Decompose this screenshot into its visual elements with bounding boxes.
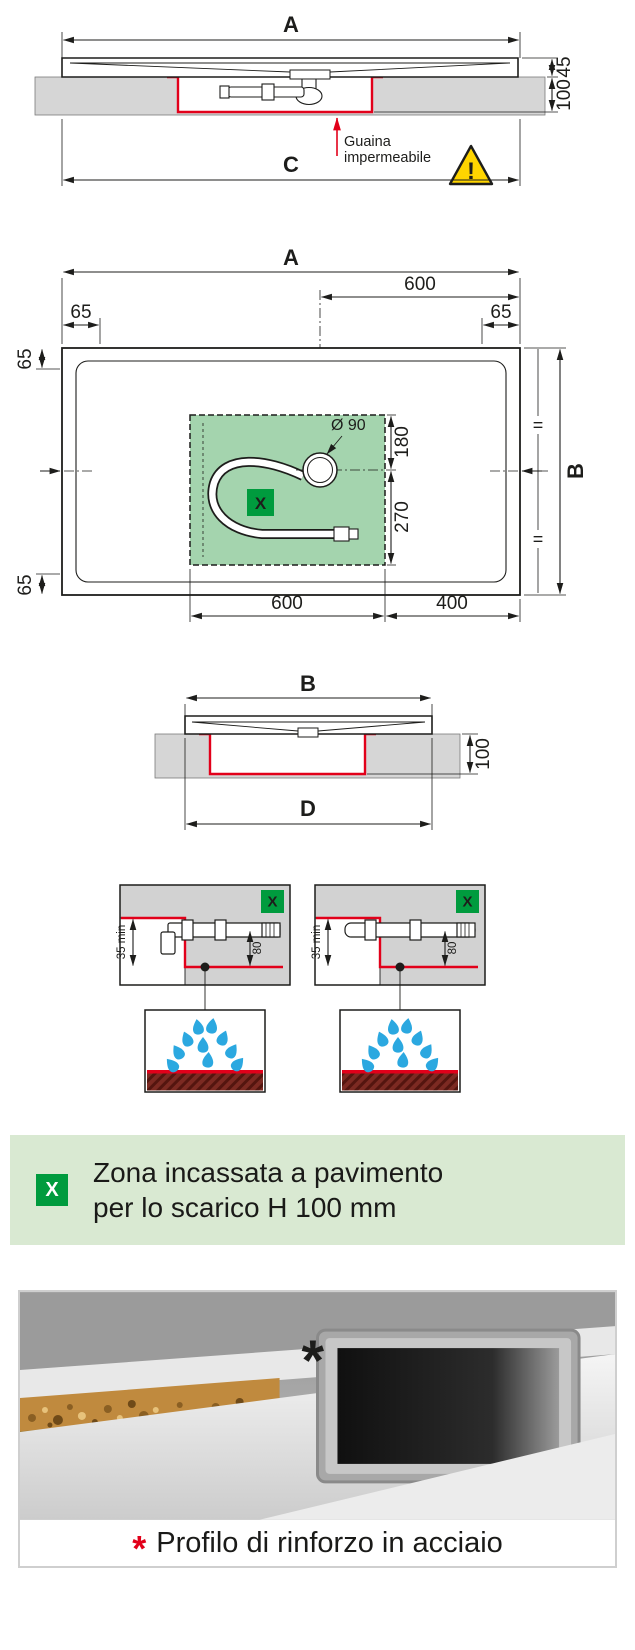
dim-label-600-bottom: 600 [271, 593, 303, 614]
drain-pipe-straight [344, 919, 476, 941]
wall-surface [20, 1292, 615, 1371]
steel-profile-box [316, 1328, 581, 1484]
drain-hose [207, 456, 359, 542]
guaina-label-line2: impermeabile [344, 150, 431, 166]
recess-void [210, 734, 365, 774]
warning-icon: ! [448, 144, 494, 186]
dim-label-270: 270 [392, 501, 413, 533]
legend-line-2: per lo scarico H 100 mm [93, 1192, 397, 1223]
photo-caption: * Profilo di rinforzo in acciaio [20, 1520, 615, 1569]
dim-label-b: B [563, 463, 588, 479]
warning-mark: ! [467, 158, 475, 185]
x-badge: X [36, 1174, 68, 1206]
shower-tray-profile [61, 57, 519, 80]
reinforcement-photo: * [20, 1292, 615, 1520]
x-badge: X [261, 890, 284, 913]
dim-label-400-bottom: 400 [436, 593, 468, 614]
dim-label-65: 65 [15, 348, 36, 369]
reinforcement-photo-block: * * Profilo di rinforzo in acciaio [18, 1290, 617, 1568]
plan-dimension-600-bottom: 600 400 [189, 569, 521, 622]
dim-label-35min: 35 min [116, 925, 128, 960]
dimension-d: D [184, 738, 433, 830]
dim-label-100: 100 [554, 79, 575, 111]
dimension-80: 80 [441, 930, 459, 967]
dim-label-b: B [300, 671, 316, 696]
dim-label-45: 45 [554, 56, 575, 77]
dimension-b: B [184, 671, 433, 716]
drain-point [200, 962, 210, 972]
caption-text: Profilo di rinforzo in acciaio [156, 1526, 503, 1559]
dimension-80: 80 [246, 930, 264, 967]
dim-label-diameter: Ø 90 [331, 417, 366, 434]
x-badge: X [456, 890, 479, 913]
equal-spacing-marks: = = [524, 349, 548, 593]
water-spray-box [339, 1009, 461, 1093]
plan-dimension-65-left-lower: 65 [15, 573, 60, 596]
plan-dimension-65-top-left: 65 [62, 302, 101, 344]
dimension-100: 100 [374, 77, 575, 113]
guaina-note: Guaina impermeabile [333, 117, 431, 166]
rim-foreground [259, 1433, 615, 1520]
dim-label-80: 80 [447, 942, 459, 955]
cross-section-ac: A 45 100 Guaina impermeabile [34, 12, 575, 186]
asterisk-marker: * [302, 1329, 325, 1393]
dimension-180: 180 [387, 414, 413, 470]
dim-label-a: A [283, 12, 299, 37]
dim-label-65: 65 [15, 574, 36, 595]
dim-label-600-top: 600 [404, 274, 436, 295]
drain-point [395, 962, 405, 972]
dim-label-80: 80 [252, 942, 264, 955]
recess-detail-straight: 35 min 80 X [311, 884, 486, 1093]
floor-slab [154, 733, 461, 779]
cross-section-bd: B 100 D [154, 671, 494, 830]
drain-opening [296, 452, 396, 488]
dim-label-d: D [300, 796, 316, 821]
x-badge: X [247, 489, 274, 516]
dim-label-180: 180 [392, 426, 413, 458]
plan-dimension-65-top-right: 65 [481, 302, 520, 344]
legend-banner: X Zona incassata a pavimento per lo scar… [10, 1135, 625, 1245]
plan-dimension-a: A [61, 245, 521, 344]
dim-label-65: 65 [490, 302, 511, 323]
dim-label-c: C [283, 152, 299, 177]
recess-detail-elbow: 35 min 80 X [116, 884, 291, 1093]
x-badge-label: X [462, 894, 472, 911]
x-badge-label: X [267, 894, 277, 911]
plan-dimension-65-left-upper: 65 [15, 348, 60, 370]
dim-label-35min: 35 min [311, 925, 323, 960]
legend-text: Zona incassata a pavimento per lo scaric… [93, 1155, 443, 1225]
water-spray-box [144, 1009, 266, 1093]
guaina-label-line1: Guaina [344, 134, 392, 150]
recess-zone [189, 414, 386, 566]
caption-asterisk: * [132, 1528, 147, 1569]
dimension-35min: 35 min [311, 918, 332, 967]
dimension-c: C [61, 119, 521, 186]
plan-dimension-b: B [524, 347, 588, 596]
legend-line-1: Zona incassata a pavimento [93, 1157, 444, 1188]
dimension-35min: 35 min [116, 918, 137, 967]
x-badge-label: X [255, 494, 267, 513]
x-badge-label: X [45, 1178, 59, 1201]
equal-mark-upper: = [533, 415, 544, 435]
dimension-45: 45 [522, 56, 575, 78]
installation-details: 35 min 80 X [116, 884, 486, 1093]
dim-label-a: A [283, 245, 299, 270]
shower-tray-profile [184, 715, 433, 738]
dim-label-65: 65 [70, 302, 91, 323]
dimension-100: 100 [367, 733, 494, 775]
drain-trap [219, 76, 323, 106]
dimension-270: 270 [387, 470, 413, 566]
dimension-a: A [61, 12, 521, 58]
dim-label-100: 100 [473, 738, 494, 770]
equal-mark-lower: = [533, 529, 544, 549]
dimension-diameter: Ø 90 [326, 417, 366, 455]
plan-view: A 600 65 65 65 65 [15, 245, 588, 622]
